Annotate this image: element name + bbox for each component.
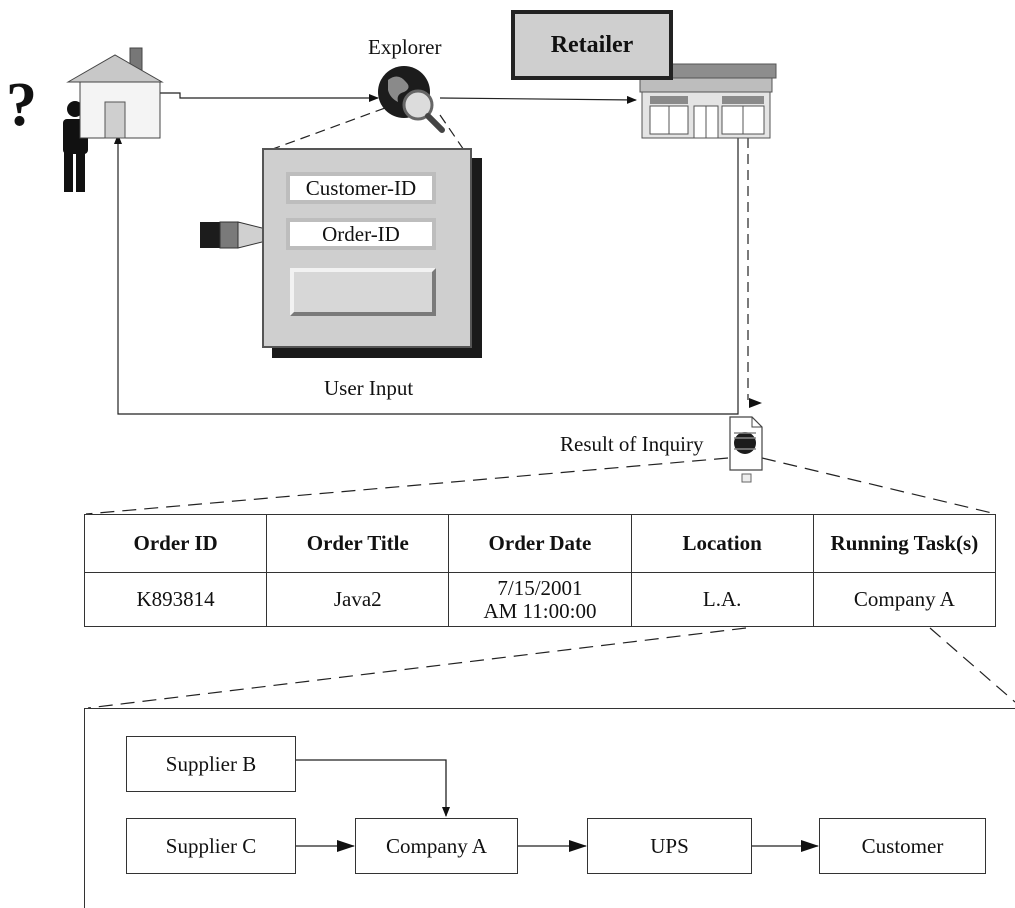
customer-id-label: Customer-ID xyxy=(305,175,417,200)
order-id-label: Order-ID xyxy=(322,221,400,246)
user-input-dialog: Customer-ID Order-ID xyxy=(262,148,472,348)
header-order-id: Order ID xyxy=(83,514,268,573)
cell-running-task: Company A xyxy=(812,572,997,627)
supply-chain-panel xyxy=(84,708,1015,908)
cell-location: L.A. xyxy=(630,572,814,627)
node-ups: UPS xyxy=(587,818,752,874)
node-supplier-b-label: Supplier B xyxy=(165,751,257,776)
retailer-label: Retailer xyxy=(550,31,634,58)
table-row: K893814 Java2 7/15/2001 AM 11:00:00 L.A.… xyxy=(83,572,997,627)
node-supplier-b: Supplier B xyxy=(126,736,296,792)
node-company-a: Company A xyxy=(355,818,518,874)
cell-order-id: K893814 xyxy=(83,572,268,627)
document-icon xyxy=(729,416,763,483)
user-input-label: User Input xyxy=(324,376,414,400)
header-running-tasks: Running Task(s) xyxy=(812,514,997,573)
cell-order-date-line1: 7/15/2001 xyxy=(497,575,583,600)
retailer-badge: Retailer xyxy=(511,10,673,80)
globe-magnifier-icon xyxy=(378,66,445,133)
header-order-title: Order Title xyxy=(266,514,450,573)
header-order-date: Order Date xyxy=(448,514,632,573)
node-customer-label: Customer xyxy=(861,833,944,858)
result-table: Order ID Order Title Order Date Location… xyxy=(83,514,997,627)
node-company-a-label: Company A xyxy=(386,833,487,858)
order-id-field[interactable]: Order-ID xyxy=(286,218,436,250)
connector-explorer-retailer xyxy=(439,95,637,104)
house-icon xyxy=(66,47,164,139)
flow-supplier-b-to-company-a xyxy=(296,759,450,817)
node-supplier-c-label: Supplier C xyxy=(165,833,257,858)
table-header-row: Order ID Order Title Order Date Location… xyxy=(83,514,997,573)
connector-result-house xyxy=(114,134,739,415)
result-of-inquiry-label: Result of Inquiry xyxy=(560,432,704,456)
cell-order-date-line2: AM 11:00:00 xyxy=(483,598,597,623)
store-icon xyxy=(635,63,777,139)
node-ups-label: UPS xyxy=(650,833,689,858)
cell-order-date: 7/15/2001 AM 11:00:00 xyxy=(448,572,632,627)
node-supplier-c: Supplier C xyxy=(126,818,296,874)
explorer-label: Explorer xyxy=(368,35,442,59)
header-location: Location xyxy=(630,514,814,573)
cell-order-title: Java2 xyxy=(266,572,450,627)
question-mark: ? xyxy=(6,71,37,139)
customer-id-field[interactable]: Customer-ID xyxy=(286,172,436,204)
node-customer: Customer xyxy=(819,818,986,874)
submit-button[interactable] xyxy=(290,268,436,316)
connector-house-explorer xyxy=(160,92,379,102)
